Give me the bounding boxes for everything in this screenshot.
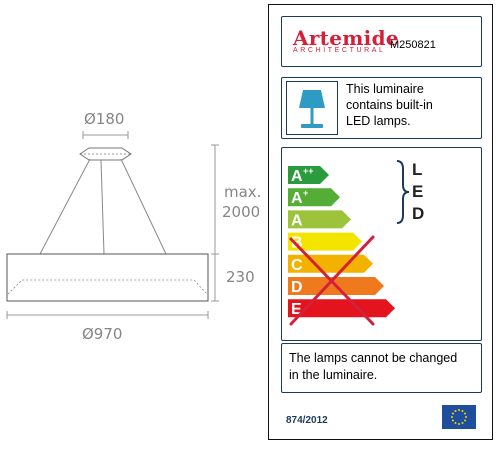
info-line: LED lamps. (346, 114, 411, 128)
regulation-number: 874/2012 (286, 415, 328, 426)
suspension-cable (39, 158, 91, 255)
lamp-replace-box (281, 343, 482, 393)
brand-subtitle: ARCHITECTURAL (293, 47, 386, 54)
led-letter: D (412, 204, 425, 223)
info-line: This luminaire (346, 82, 424, 96)
pendant-lamp-drawing (6, 131, 219, 319)
energy-scale: A++A+ABCDE (288, 160, 410, 326)
svg-text:D: D (291, 279, 303, 296)
table-lamp-icon (299, 90, 325, 128)
svg-text:A: A (291, 212, 303, 229)
svg-text:C: C (291, 257, 303, 274)
replace-line: in the luminaire. (289, 368, 378, 382)
bottom-diameter-label: Ø970 (82, 325, 123, 343)
energy-scale-box (281, 147, 482, 341)
cross-mark-icon (289, 235, 375, 326)
energy-label: Artemide ARCHITECTURAL M250821 This lumi… (268, 4, 493, 440)
led-brace (396, 160, 410, 224)
brand-logo: Artemide (293, 26, 399, 50)
depth-value-label: 230 (226, 268, 255, 286)
top-diameter-label: Ø180 (84, 110, 125, 128)
model-number: M250821 (390, 39, 436, 51)
suspension-cable (120, 158, 167, 255)
brand-header-box (281, 16, 482, 67)
replace-line: The lamps cannot be changed (289, 351, 458, 365)
svg-text:++: ++ (303, 166, 314, 176)
svg-text:A: A (291, 190, 303, 207)
height-value-label: 2000 (222, 203, 261, 221)
svg-text:A: A (291, 168, 303, 185)
lamp-info-text: This luminaire contains built-in LED lam… (346, 81, 466, 129)
lamp-replace-text: The lamps cannot be changed in the lumin… (289, 350, 479, 384)
svg-text:E: E (291, 301, 302, 318)
lamp-icon-tile (286, 81, 338, 135)
lamp-shade (6, 253, 209, 302)
suspension-cable (100, 159, 105, 255)
energy-class-app: A++ (288, 166, 329, 185)
eu-flag-icon (442, 405, 476, 429)
energy-class-e: E (288, 299, 395, 318)
energy-class-a: A (288, 210, 351, 229)
led-letter: E (412, 182, 424, 201)
info-line: contains built-in (346, 98, 433, 112)
energy-class-c: C (288, 254, 373, 274)
max-label: max. (224, 183, 262, 201)
svg-text:+: + (303, 188, 308, 198)
lamp-info-box (281, 77, 482, 139)
energy-class-ap: A+ (288, 188, 340, 207)
led-letter: L (412, 160, 423, 179)
ceiling-canopy (79, 147, 132, 161)
